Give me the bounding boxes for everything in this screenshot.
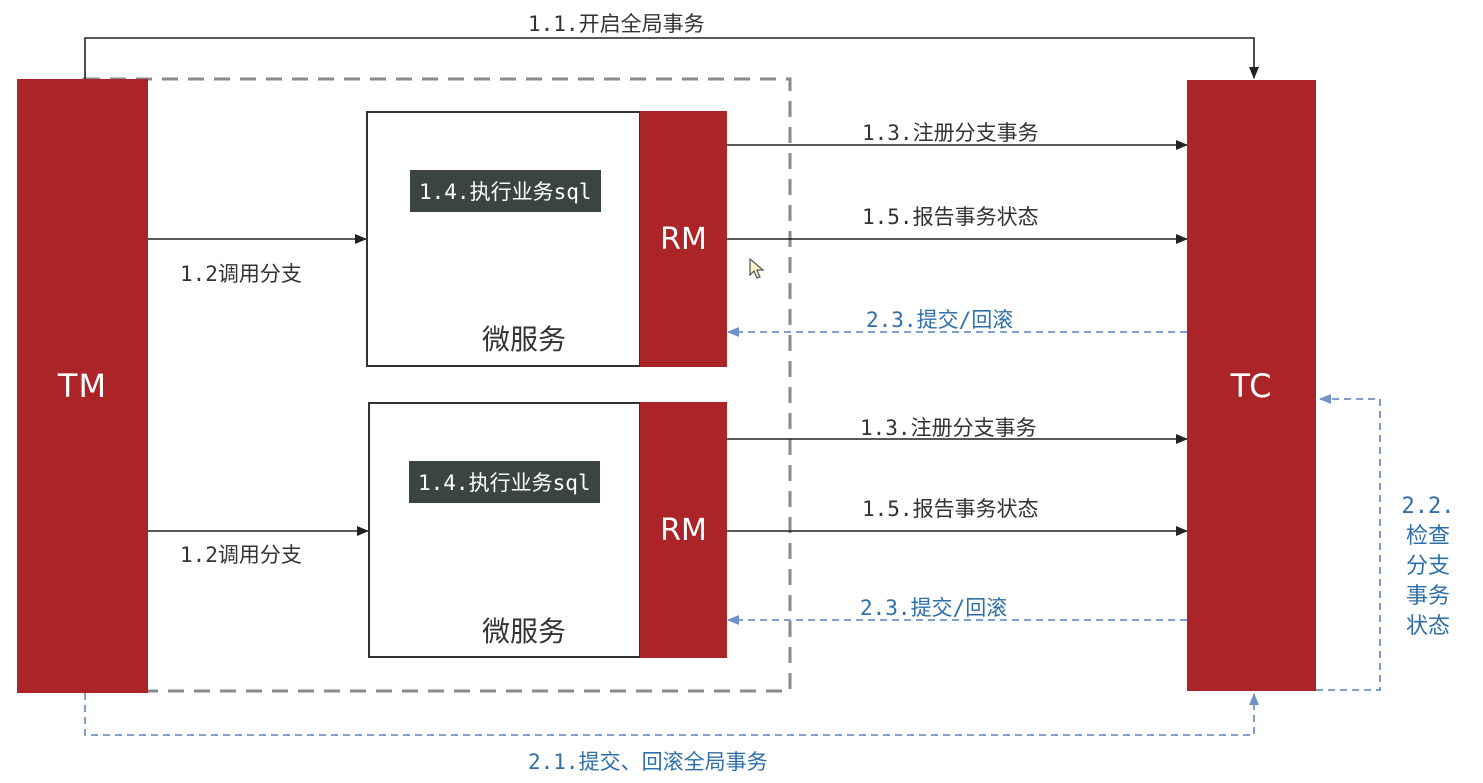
report-status-label-2: 1.5.报告事务状态 bbox=[862, 497, 1039, 521]
begin-global-label: 1.1.开启全局事务 bbox=[528, 12, 705, 36]
rm-block-1: RM bbox=[640, 111, 727, 367]
rm-label-2: RM bbox=[660, 512, 707, 548]
check-branch-status-arrow bbox=[1316, 394, 1381, 691]
commit-rollback-label-2: 2.3.提交/回滚 bbox=[860, 596, 1008, 620]
commit-rollback-label-1: 2.3.提交/回滚 bbox=[866, 308, 1014, 332]
tc-block: TC bbox=[1187, 80, 1316, 691]
commit-global-arrow bbox=[84, 693, 1259, 736]
tm-label: TM bbox=[57, 367, 108, 405]
execute-sql-tag-2: 1.4.执行业务sql bbox=[409, 461, 600, 503]
tc-label: TC bbox=[1230, 366, 1273, 405]
rm-label-1: RM bbox=[660, 221, 707, 257]
microservice-label-1: 微服务 bbox=[481, 323, 566, 356]
call-branch-label-1: 1.2调用分支 bbox=[180, 262, 302, 286]
call-branch-label-2: 1.2调用分支 bbox=[180, 543, 302, 567]
register-branch-label-2: 1.3.注册分支事务 bbox=[860, 416, 1037, 440]
begin-global-arrow bbox=[84, 37, 1259, 79]
tm-block: TM bbox=[17, 79, 148, 693]
rm-block-2: RM bbox=[640, 402, 727, 658]
register-branch-label-1: 1.3.注册分支事务 bbox=[862, 121, 1039, 145]
mouse-pointer-icon bbox=[749, 258, 765, 279]
microservice-label-2: 微服务 bbox=[481, 615, 566, 648]
report-status-label-1: 1.5.报告事务状态 bbox=[862, 205, 1039, 229]
check-branch-status-label: 2.2. 检查 分支 事务 状态 bbox=[1401, 494, 1455, 639]
execute-sql-tag-1: 1.4.执行业务sql bbox=[410, 170, 601, 212]
commit-global-label: 2.1.提交、回滚全局事务 bbox=[528, 750, 768, 774]
